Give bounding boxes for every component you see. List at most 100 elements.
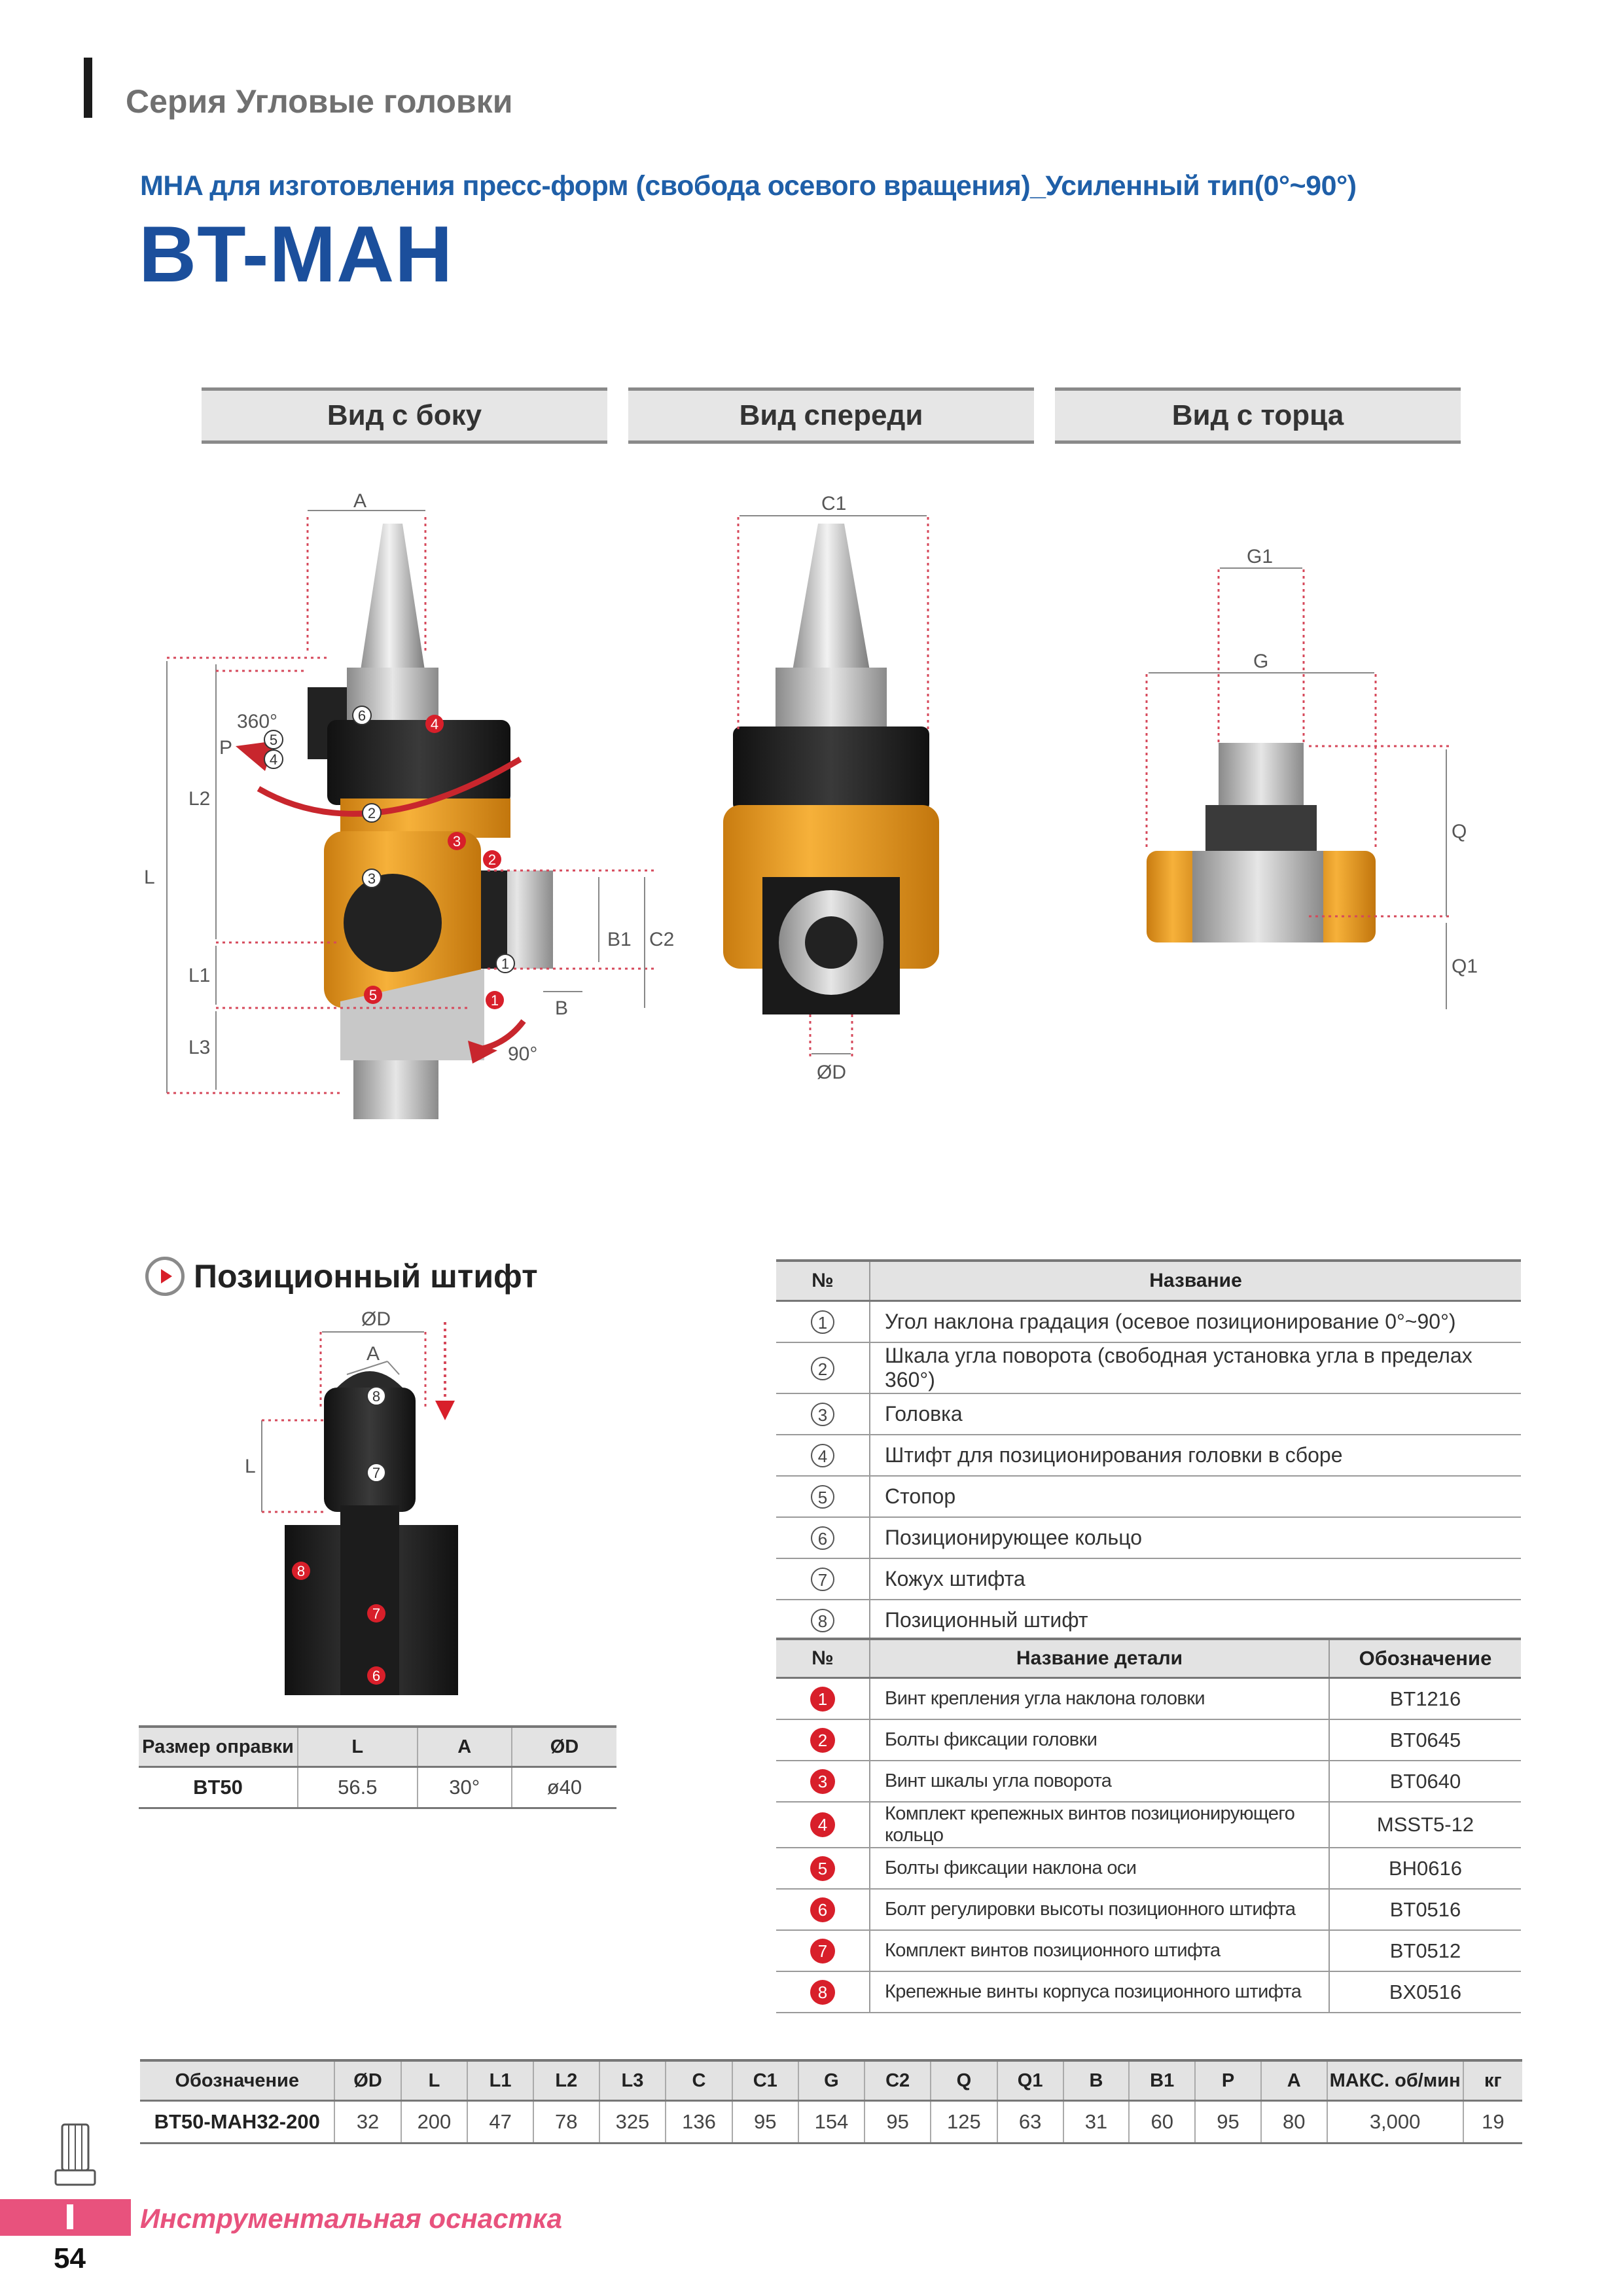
callout-red-4: 4 (431, 716, 438, 732)
pin-callout-red-6: 6 (372, 1668, 380, 1684)
callout-red-3: 3 (453, 833, 461, 850)
parts-name: Позиционный штифт (870, 1600, 1521, 1641)
detail-num: 2 (810, 1727, 835, 1753)
spec-header-cell: C1 (731, 2059, 798, 2102)
spec-cell: 31 (1062, 2100, 1130, 2144)
detail-name: Болты фиксации наклона оси (870, 1848, 1329, 1890)
parts-num: 8 (811, 1609, 834, 1632)
detail-num: 8 (810, 1979, 835, 2005)
spec-cell: 95 (731, 2100, 798, 2144)
spec-header-cell: Q1 (996, 2059, 1063, 2102)
table-row: 1 Угол наклона градация (осевое позициони… (776, 1300, 1521, 1343)
dim-Q1: Q1 (1452, 956, 1478, 977)
pin-header-L: L (297, 1725, 418, 1768)
parts-name: Шкала угла поворота (свободная установка… (870, 1342, 1521, 1394)
callout-6: 6 (358, 708, 366, 724)
spec-header-cell: Q (930, 2059, 997, 2102)
detail-num: 3 (810, 1768, 835, 1794)
spec-header-cell: ØD (334, 2059, 401, 2102)
callout-red-5: 5 (369, 987, 377, 1003)
spec-header-cell: L (400, 2059, 468, 2102)
series-title: Серия Угловые головки (126, 83, 513, 120)
detail-name: Винт крепления угла наклона головки (870, 1677, 1329, 1720)
pin-callout-7: 7 (372, 1465, 380, 1481)
spec-header-cell: L2 (532, 2059, 599, 2102)
pin-dim-A: A (366, 1343, 380, 1365)
parts-header-name: Название (870, 1259, 1521, 1302)
spec-header-cell: P (1194, 2059, 1261, 2102)
label-90: 90° (508, 1043, 537, 1065)
spec-cell: 125 (930, 2100, 997, 2144)
detail-num: 7 (810, 1938, 835, 1964)
table-row: 2 Шкала угла поворота (свободная установк… (776, 1342, 1521, 1394)
detail-code: BH0616 (1329, 1848, 1521, 1890)
play-icon (145, 1257, 185, 1296)
callout-red-2: 2 (488, 852, 496, 868)
label-360: 360° (237, 711, 277, 732)
detail-code: BT0645 (1329, 1719, 1521, 1761)
parts-num: 1 (811, 1310, 834, 1334)
pin-callout-red-8: 8 (297, 1563, 305, 1579)
dim-L3: L3 (188, 1037, 210, 1058)
spec-cell: 95 (1194, 2100, 1261, 2144)
detail-name: Болты фиксации головки (870, 1719, 1329, 1761)
callout-3: 3 (368, 870, 376, 887)
section-bar (84, 58, 92, 118)
spec-header-cell: кг (1462, 2059, 1522, 2102)
spec-header-cell: G (797, 2059, 865, 2102)
dim-B1: B1 (607, 929, 632, 950)
pin-cell-L: 56.5 (297, 1767, 418, 1809)
callout-4: 4 (270, 751, 277, 768)
detail-name: Комплект винтов позиционного штифта (870, 1930, 1329, 1972)
callout-1: 1 (501, 956, 509, 972)
detail-name: Крепежные винты корпуса позиционного шти… (870, 1971, 1329, 2013)
spec-header-cell: L3 (598, 2059, 666, 2102)
parts-num: 7 (811, 1568, 834, 1591)
detail-code: BT1216 (1329, 1677, 1521, 1720)
parts-header-num: № (776, 1259, 870, 1302)
detail-num: 5 (810, 1856, 835, 1881)
detail-code: BT0640 (1329, 1761, 1521, 1803)
spec-header-cell: A (1260, 2059, 1327, 2102)
dim-Q: Q (1452, 821, 1467, 842)
pin-dim-L: L (245, 1456, 256, 1477)
pin-header-A: A (416, 1725, 512, 1768)
dim-L: L (144, 867, 155, 888)
pin-header-size: Размер оправки (139, 1725, 298, 1768)
callout-5: 5 (270, 732, 277, 748)
side-view-drawing: A L L2 L1 L3 B1 C2 B 360° P 90° 6 5 4 (144, 490, 674, 1119)
parts-num: 2 (811, 1356, 834, 1380)
pin-size-table: Размер оправки L A ØD BT50 56.5 30° ø40 (139, 1725, 616, 1809)
parts-num: 6 (811, 1526, 834, 1550)
detail-code: BT0516 (1329, 1889, 1521, 1931)
pin-dim-D: ØD (361, 1309, 391, 1330)
dim-C2: C2 (649, 929, 674, 950)
spec-cell: 47 (467, 2100, 533, 2144)
dim-L2: L2 (188, 788, 210, 810)
dim-A: A (353, 490, 366, 512)
spec-header-cell: C (665, 2059, 732, 2102)
parts-name: Угол наклона градация (осевое позиционир… (870, 1300, 1521, 1343)
end-view-drawing: G1 G Q Q1 (1145, 546, 1478, 1009)
spec-cell: 154 (797, 2100, 865, 2144)
parts-name: Позиционирующее кольцо (870, 1517, 1521, 1559)
detail-name: Комплект крепежных винтов позиционирующе… (870, 1802, 1329, 1848)
pin-header-D: ØD (510, 1725, 616, 1768)
pin-title-text: Позиционный штифт (194, 1258, 538, 1295)
spec-cell: 60 (1128, 2100, 1196, 2144)
detail-header-num: № (776, 1638, 870, 1679)
parts-table: № Название 1 Угол наклона градация (осево… (776, 1259, 1521, 1641)
spec-cell: BT50-MAH32-200 (140, 2100, 335, 2144)
front-view-drawing: C1 ØD (723, 493, 939, 1083)
spec-cell: 136 (665, 2100, 732, 2144)
spec-cell: 78 (532, 2100, 599, 2144)
pin-cell-A: 30° (416, 1767, 512, 1809)
